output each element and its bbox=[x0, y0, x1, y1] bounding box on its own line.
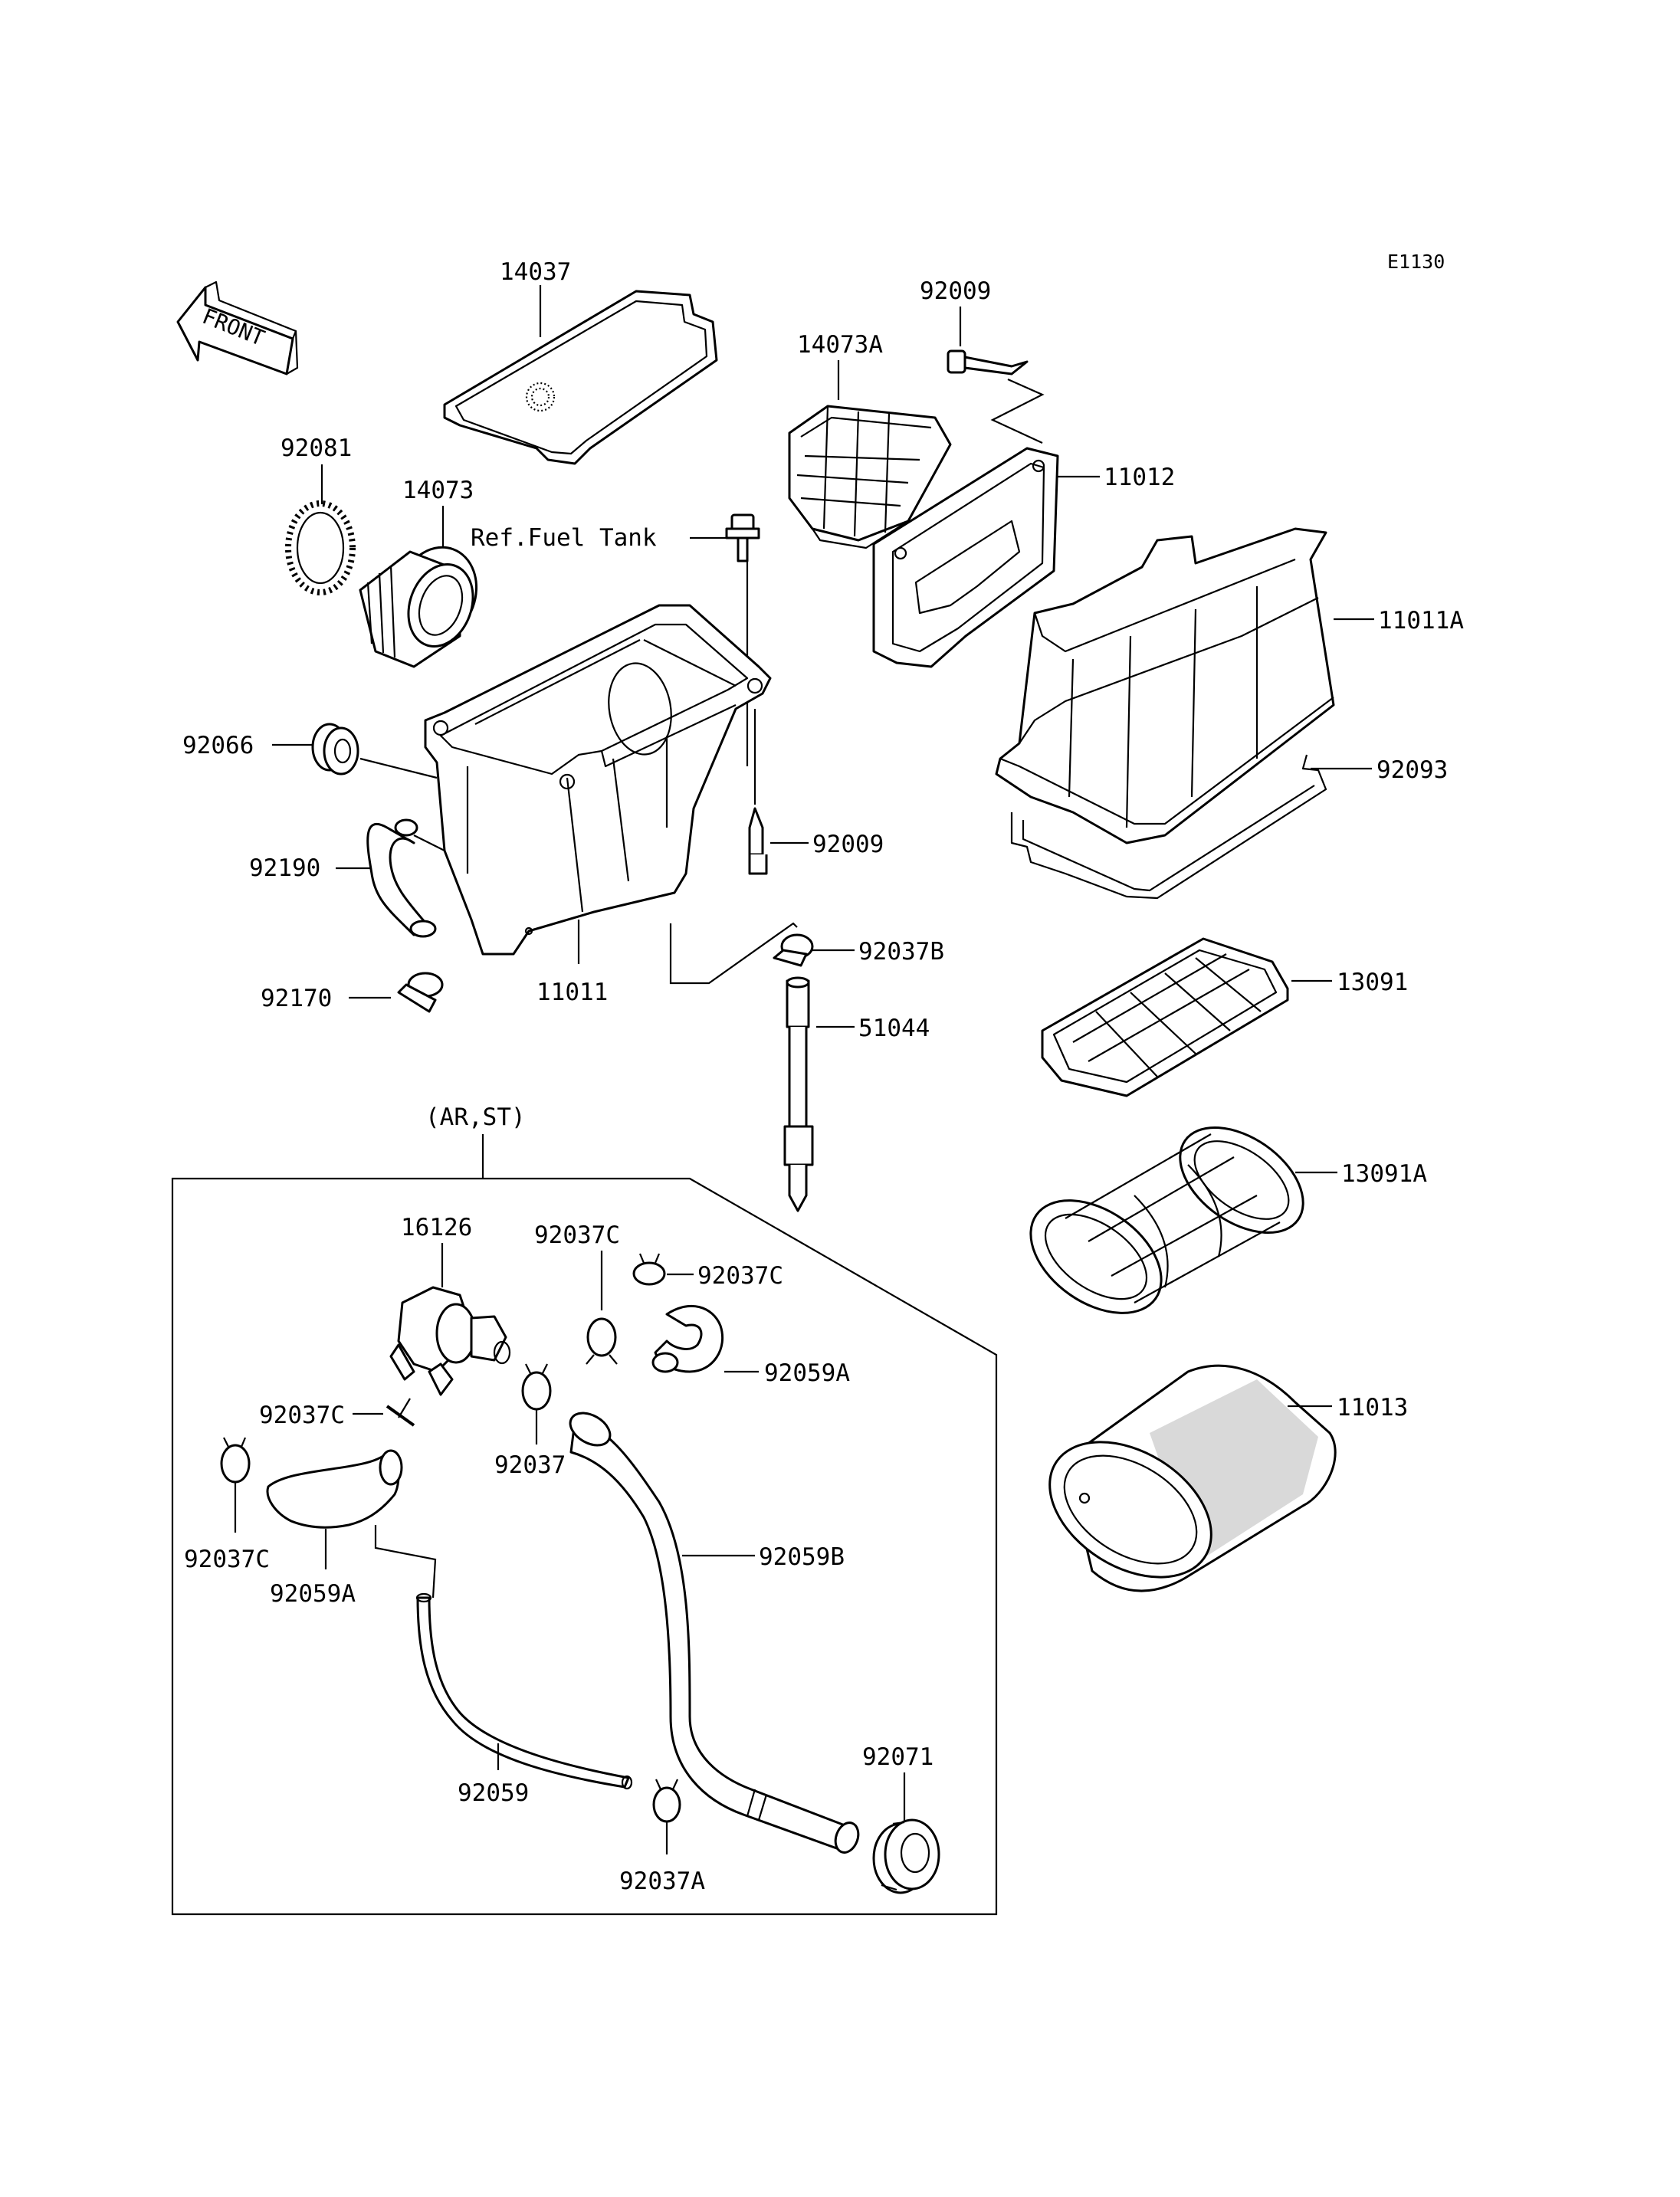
bolt-ref-fuel-tank-graphic bbox=[725, 513, 760, 562]
part-92037a-clip-graphic bbox=[652, 1779, 681, 1823]
ref-fuel-tank-note: Ref.Fuel Tank bbox=[471, 524, 657, 552]
part-92037c-clip-3-graphic bbox=[386, 1405, 415, 1427]
part-16126-valve-graphic bbox=[389, 1286, 511, 1396]
label-92009-top: 92009 bbox=[920, 277, 991, 305]
part-92037c-clip-1-graphic bbox=[586, 1317, 618, 1365]
label-92037c-1: 92037C bbox=[534, 1221, 620, 1249]
part-92071-grommet-graphic bbox=[872, 1818, 940, 1894]
part-51044-drain-tube-graphic bbox=[783, 976, 814, 1212]
part-92037-clip-graphic bbox=[521, 1363, 552, 1411]
label-92037c-3: 92037C bbox=[259, 1402, 345, 1429]
part-11011-case-graphic bbox=[424, 604, 772, 956]
subassembly-label: (AR,ST) bbox=[425, 1103, 526, 1131]
part-92059-hose-graphic bbox=[415, 1592, 633, 1790]
label-92081: 92081 bbox=[281, 434, 352, 462]
label-92059b: 92059B bbox=[759, 1543, 845, 1571]
label-92037a: 92037A bbox=[619, 1867, 705, 1895]
part-92059b-hose-graphic bbox=[569, 1412, 860, 1854]
screw-92009-mid-graphic bbox=[748, 807, 768, 875]
label-92170: 92170 bbox=[261, 985, 332, 1012]
part-14037-graphic bbox=[443, 290, 718, 465]
part-11012-graphic bbox=[872, 447, 1059, 668]
part-92190-hose-graphic bbox=[366, 818, 437, 938]
label-92059a-2: 92059A bbox=[270, 1580, 356, 1608]
label-92190: 92190 bbox=[249, 854, 320, 882]
part-11013-filter-element-graphic bbox=[1048, 1364, 1337, 1592]
label-92037c-2: 92037C bbox=[697, 1262, 783, 1290]
label-16126: 16126 bbox=[401, 1214, 472, 1241]
label-51044: 51044 bbox=[858, 1015, 930, 1042]
label-13091a: 13091A bbox=[1341, 1160, 1427, 1188]
label-14073a: 14073A bbox=[797, 331, 883, 359]
part-92037c-clip-2-graphic bbox=[632, 1253, 666, 1286]
label-92066: 92066 bbox=[182, 732, 254, 759]
part-11011a-cover-graphic bbox=[995, 527, 1335, 844]
part-14073a-graphic bbox=[788, 405, 952, 549]
label-11011a: 11011A bbox=[1378, 607, 1464, 635]
label-14037: 14037 bbox=[500, 258, 571, 286]
label-11012: 11012 bbox=[1104, 464, 1175, 491]
front-arrow-icon: FRONT bbox=[176, 280, 299, 375]
label-92037c-4: 92037C bbox=[184, 1546, 270, 1573]
mesh-icon bbox=[525, 382, 556, 412]
part-92170-clamp-graphic bbox=[397, 972, 444, 1013]
label-11013: 11013 bbox=[1337, 1394, 1408, 1421]
label-92071: 92071 bbox=[862, 1743, 934, 1771]
part-92081-spring-graphic bbox=[285, 500, 356, 595]
part-14073-boot-graphic bbox=[359, 546, 478, 668]
part-92037b-clamp-graphic bbox=[773, 933, 814, 967]
label-92009-mid: 92009 bbox=[812, 831, 884, 858]
label-92093: 92093 bbox=[1376, 756, 1448, 784]
part-13091-frame-graphic bbox=[1041, 937, 1289, 1097]
part-92093-gasket-graphic bbox=[1010, 754, 1327, 900]
part-92059a-hose-2-graphic bbox=[266, 1449, 403, 1529]
label-92037b: 92037B bbox=[858, 938, 944, 966]
part-13091a-frame-graphic bbox=[1029, 1126, 1304, 1314]
label-14073: 14073 bbox=[402, 477, 474, 504]
label-92059a-1: 92059A bbox=[764, 1359, 850, 1387]
part-92066-grommet-graphic bbox=[311, 723, 359, 776]
part-92037c-clip-4-graphic bbox=[220, 1437, 251, 1484]
label-92059: 92059 bbox=[458, 1779, 529, 1807]
diagram-code: E1130 bbox=[1387, 251, 1445, 273]
label-92037: 92037 bbox=[494, 1451, 566, 1479]
screw-92009-top-graphic bbox=[947, 349, 1029, 375]
subassembly-frame bbox=[171, 1177, 998, 1916]
label-11011: 11011 bbox=[536, 979, 608, 1006]
label-13091: 13091 bbox=[1337, 969, 1408, 996]
part-92059a-hose-1-graphic bbox=[651, 1304, 724, 1373]
